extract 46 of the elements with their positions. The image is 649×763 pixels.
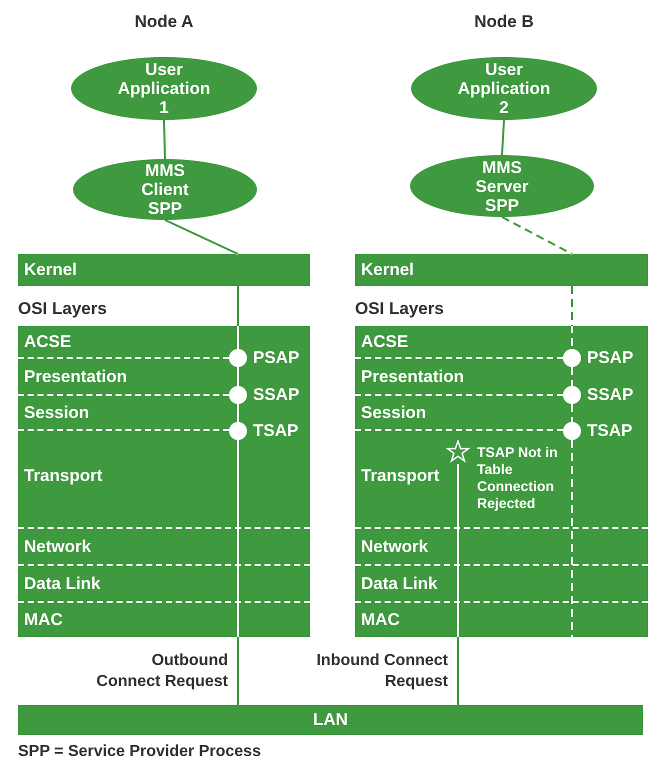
column-heading: Node A [134, 12, 194, 32]
layer-label: MAC [361, 610, 400, 630]
access-point-label: TSAP [253, 422, 298, 440]
network-bar: LAN [18, 705, 643, 735]
layer-label: Network [24, 537, 92, 557]
kernel-bar: Kernel [18, 254, 310, 286]
layer-label: MAC [24, 610, 63, 630]
section-heading: OSI Layers [355, 298, 444, 320]
connector-line [237, 440, 239, 705]
access-point-label: PSAP [253, 349, 300, 367]
connector-line [163, 120, 166, 160]
access-point-label: PSAP [587, 349, 634, 367]
layer-label: Data Link [361, 574, 438, 594]
process-ellipse: User Application 1 [71, 57, 257, 120]
column-heading: Node B [473, 12, 535, 32]
layer-label: Transport [361, 466, 440, 486]
process-ellipse: User Application 2 [411, 57, 597, 120]
layer-label: Session [24, 403, 90, 423]
connector-line [502, 216, 572, 255]
connector-line [571, 286, 573, 349]
layer-label: Presentation [361, 367, 464, 387]
connector-line [571, 440, 573, 637]
layer-label: Presentation [24, 367, 127, 387]
layer-label: ACSE [24, 332, 72, 352]
section-heading: OSI Layers [18, 298, 107, 320]
star-icon [446, 440, 470, 464]
connector-line [237, 367, 239, 386]
connector-line [571, 404, 573, 422]
connector-line [164, 219, 238, 255]
kernel-bar: Kernel [355, 254, 648, 286]
layer-label: ACSE [361, 332, 408, 352]
layer-label: Data Link [24, 574, 101, 594]
layer-label: Network [361, 537, 428, 557]
connector-line [237, 286, 239, 349]
access-point-label: SSAP [253, 386, 300, 404]
access-point-label: SSAP [587, 386, 634, 404]
access-point-label: TSAP [587, 422, 632, 440]
process-ellipse: MMS Server SPP [410, 155, 594, 217]
layer-label: Session [361, 403, 426, 423]
connector-line [237, 404, 239, 422]
footnote: SPP = Service Provider Process [18, 742, 262, 762]
note-text: TSAP Not in Table Connection Rejected [477, 444, 559, 512]
connector-line [501, 120, 505, 156]
process-ellipse: MMS Client SPP [73, 159, 257, 220]
connector-line [571, 367, 573, 386]
layer-label: Transport [24, 466, 102, 486]
